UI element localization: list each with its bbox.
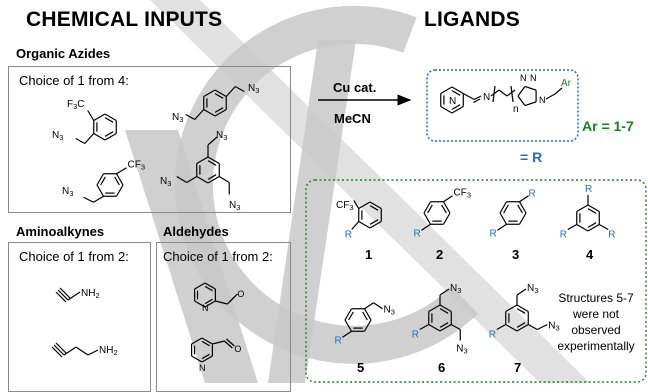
product-number-3: 3 [512,247,520,262]
product-number-5: 5 [357,360,365,375]
chemical-inputs-heading: CHEMICAL INPUTS [26,8,223,31]
aldehydes-choice-label: Choice of 1 from 2: [163,249,273,264]
product-number-6: 6 [438,360,446,375]
aminoalkynes-box [8,242,151,392]
ar-definition-label: Ar = 1-7 [582,118,634,134]
solvent-label: MeCN [334,111,371,126]
catalyst-label: Cu cat. [333,80,377,95]
aldehydes-title: Aldehydes [163,224,229,239]
organic-azides-title: Organic Azides [16,46,111,61]
product-number-2: 2 [436,247,444,262]
watermark-v-left [125,130,258,383]
ligands-heading: LIGANDS [424,8,520,31]
not-observed-note: Structures 5-7 were not observed experim… [557,291,635,353]
r-definition-label: = R [520,149,543,165]
azides-choice-label: Choice of 1 from 4: [19,73,129,88]
aminoalkynes-title: Aminoalkynes [16,224,105,239]
aldehydes-box [156,242,291,392]
organic-azides-box [8,66,291,213]
product-number-7: 7 [514,360,522,375]
product-number-4: 4 [586,247,594,262]
product-number-1: 1 [365,247,373,262]
aminoalkynes-choice-label: Choice of 1 from 2: [19,249,129,264]
